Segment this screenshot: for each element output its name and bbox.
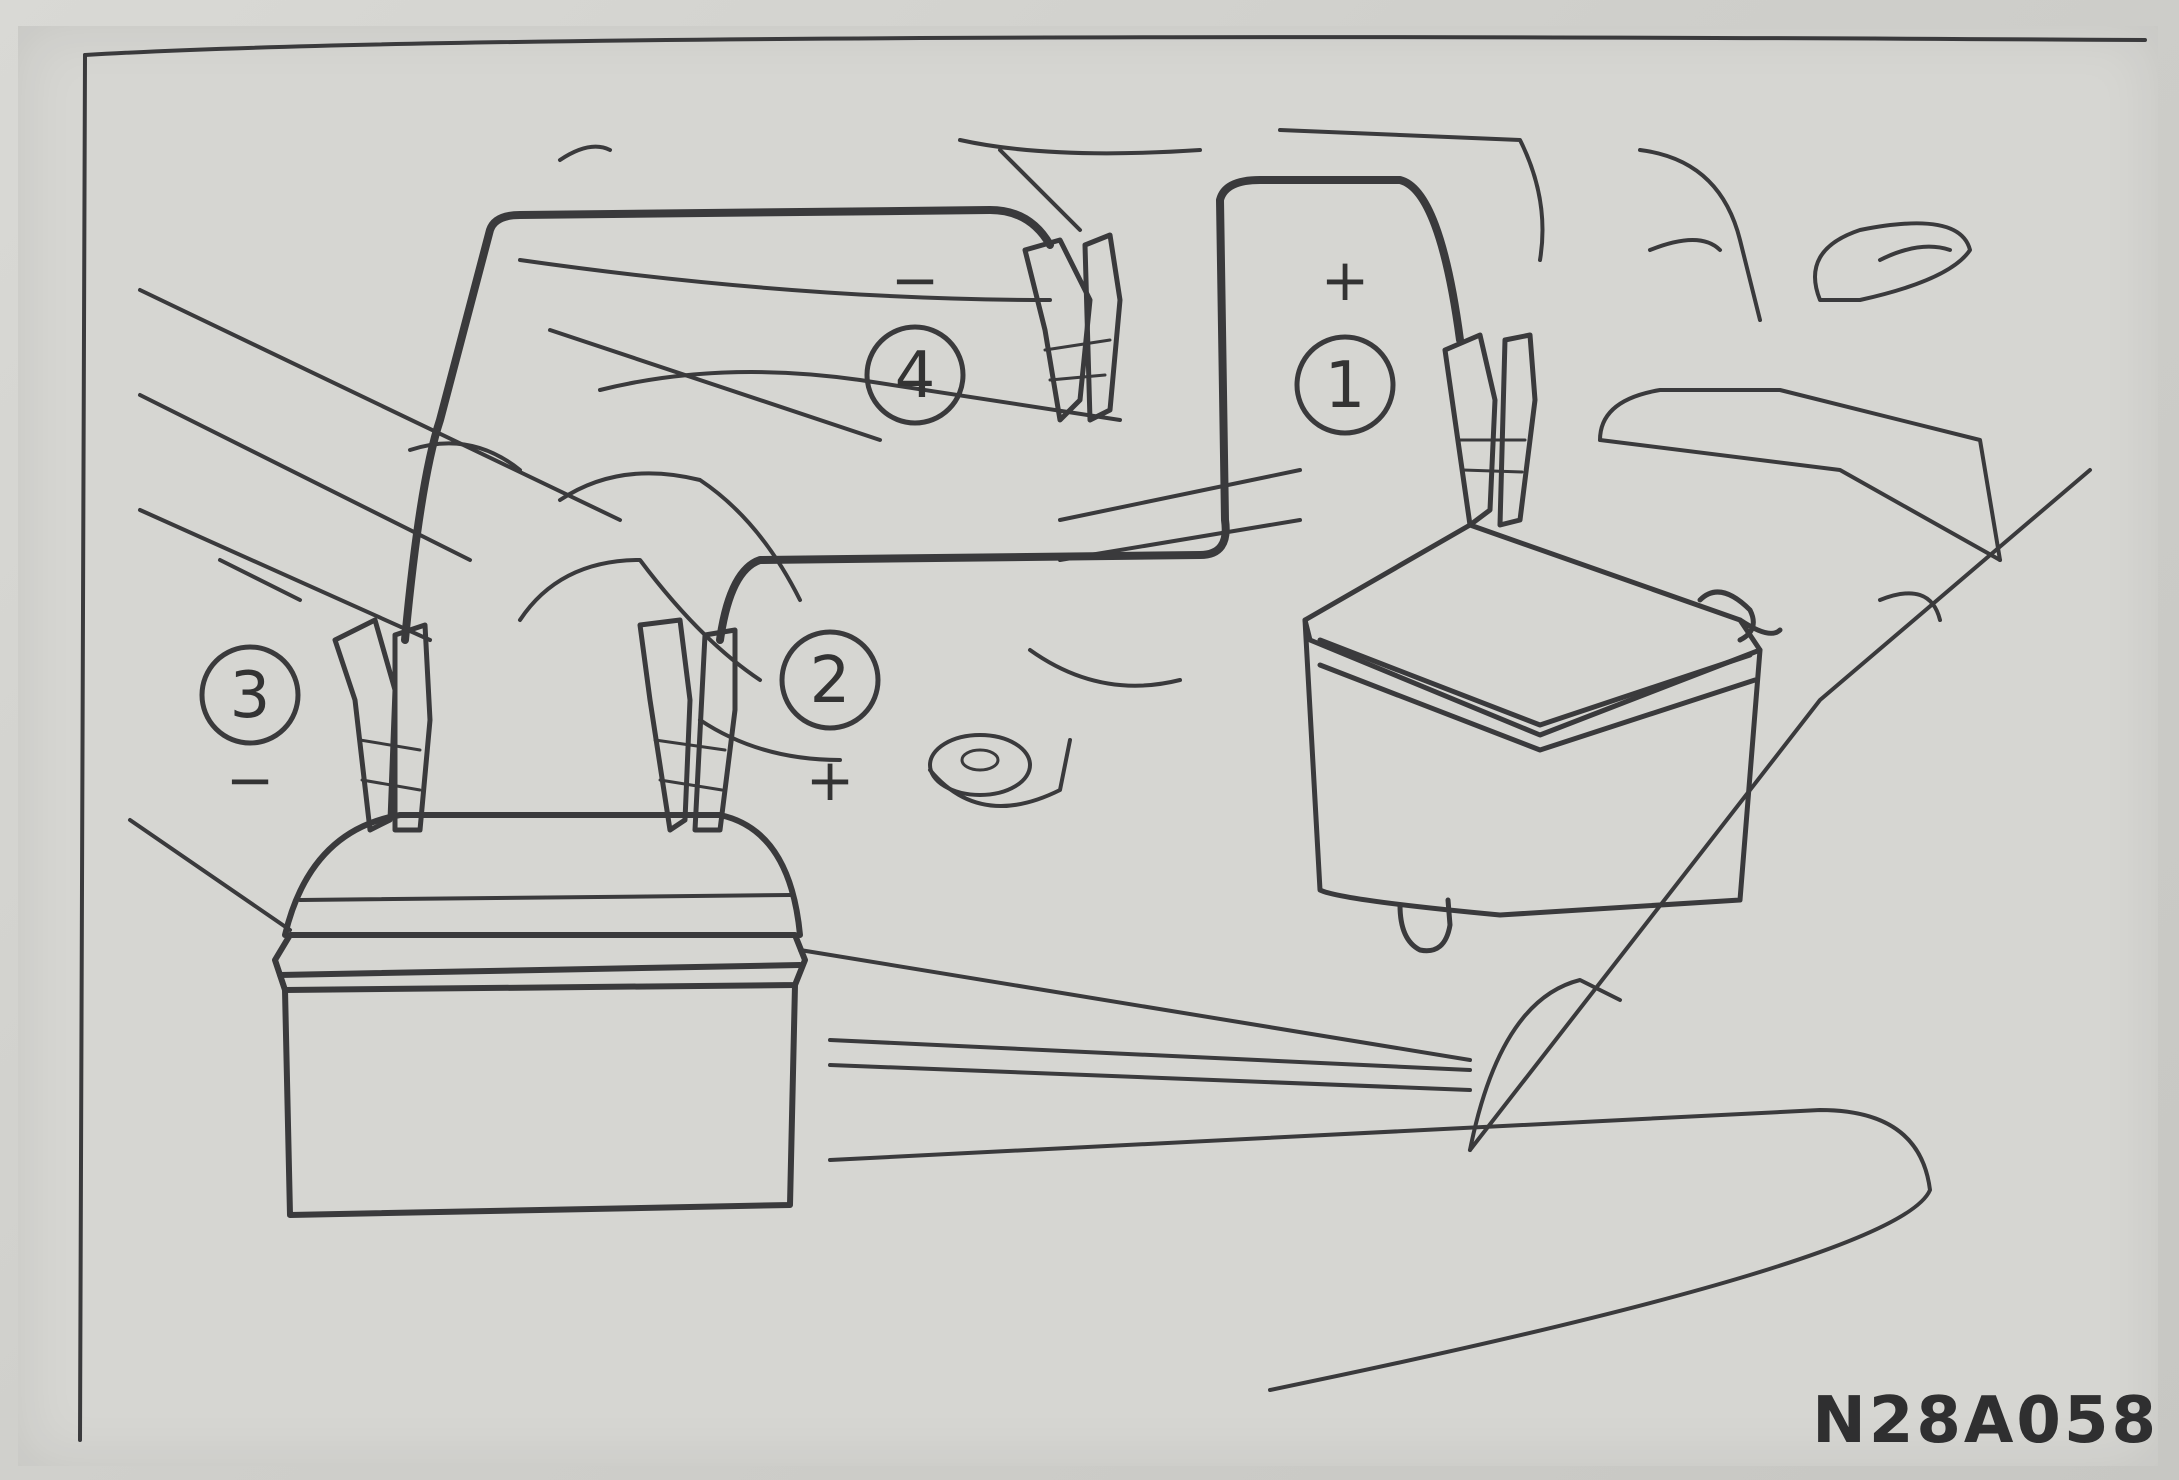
negative-jumper-cable (405, 210, 1050, 640)
border-left-line (80, 55, 85, 1440)
polarity-sign-4: − (891, 246, 940, 314)
callout-number-1: 1 (1325, 349, 1366, 423)
booster-battery (275, 815, 805, 1215)
callout-number-2: 2 (810, 644, 851, 718)
body-panel-right (1280, 130, 2090, 1150)
polarity-sign-3: − (226, 746, 275, 814)
border-top-line (85, 37, 2145, 55)
clamp-3 (335, 620, 430, 830)
polarity-sign-2: + (806, 746, 855, 814)
clamp-4 (1025, 235, 1120, 420)
callout-number-4: 4 (895, 339, 936, 413)
polarity-sign-1: + (1321, 246, 1370, 314)
engine-bay-left-lines (130, 290, 620, 930)
clamp-1 (1445, 335, 1535, 525)
figure-reference-code: N28A058 (1812, 1384, 2159, 1458)
engine-components (410, 140, 1300, 760)
callout-number-3: 3 (230, 659, 271, 733)
vehicle-battery (1305, 525, 1780, 951)
fender-lower (800, 950, 1930, 1390)
